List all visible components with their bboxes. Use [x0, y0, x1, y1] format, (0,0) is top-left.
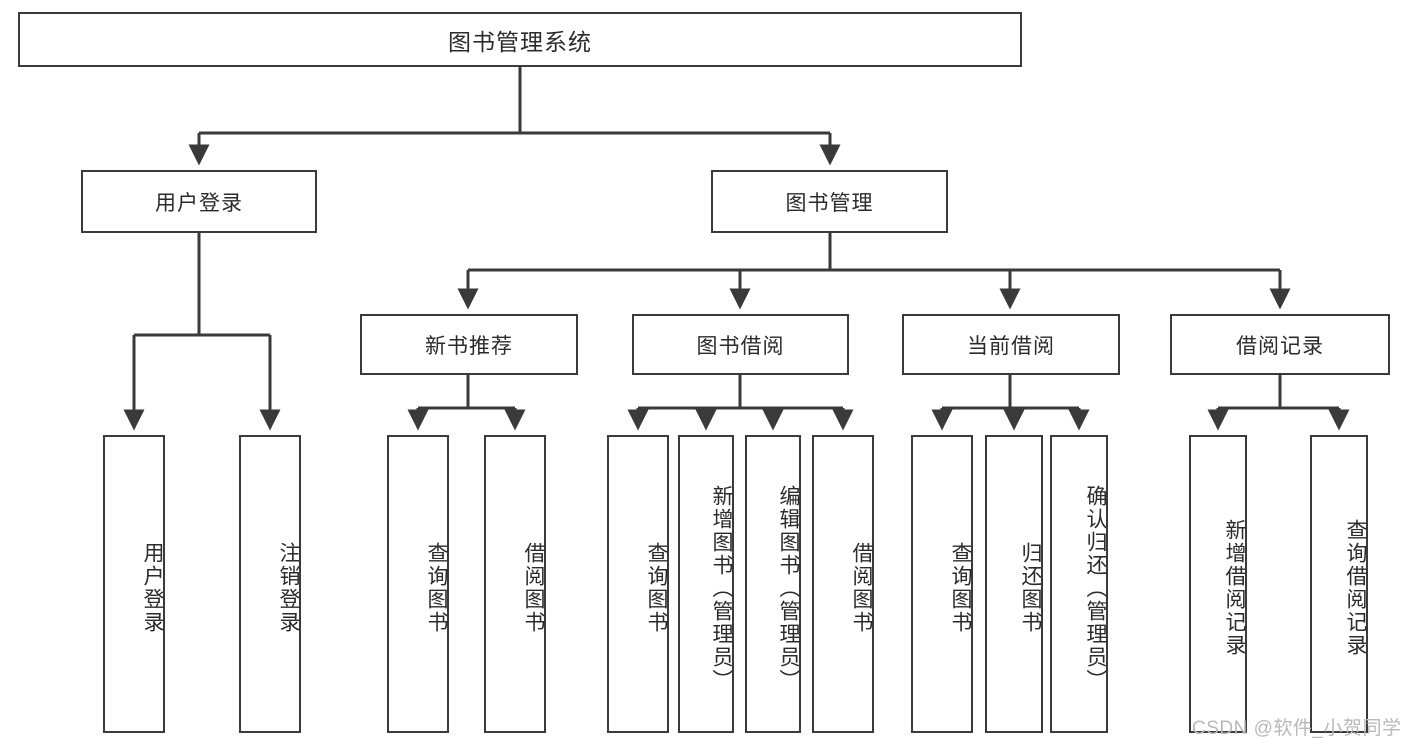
leaf-borrow-book-recommend-label: 借阅图书 — [522, 542, 545, 634]
node-book-management-label: 图书管理 — [785, 191, 874, 215]
node-root-label: 图书管理系统 — [448, 28, 592, 55]
leaf-borrow-book-recommend[interactable]: 借阅图书 — [484, 435, 546, 733]
node-book-borrow[interactable]: 图书借阅 — [632, 314, 849, 375]
node-current-borrow[interactable]: 当前借阅 — [902, 314, 1120, 375]
leaf-logout[interactable]: 注销登录 — [239, 435, 301, 733]
leaf-borrow-book-label: 借阅图书 — [850, 542, 873, 634]
node-root[interactable]: 图书管理系统 — [18, 12, 1022, 67]
node-book-borrow-label: 图书借阅 — [696, 334, 785, 358]
leaf-query-book-current-label: 查询图书 — [949, 542, 972, 634]
node-new-book-recommendation[interactable]: 新书推荐 — [360, 314, 578, 375]
leaf-query-borrow-record-label: 查询借阅记录 — [1344, 519, 1367, 657]
leaf-return-book[interactable]: 归还图书 — [985, 435, 1043, 733]
leaf-add-book-admin[interactable]: 新增图书（管理员） — [678, 435, 734, 733]
leaf-edit-book-admin[interactable]: 编辑图书（管理员） — [745, 435, 801, 733]
node-new-book-recommendation-label: 新书推荐 — [425, 334, 513, 358]
leaf-add-borrow-record-label: 新增借阅记录 — [1223, 519, 1246, 657]
leaf-query-book-recommend-label: 查询图书 — [425, 542, 448, 634]
node-book-management[interactable]: 图书管理 — [711, 170, 948, 233]
leaf-confirm-return-admin[interactable]: 确认归还（管理员） — [1050, 435, 1108, 733]
watermark: CSDN @软件_小贺同学 — [1192, 718, 1402, 739]
leaf-user-login-label: 用户登录 — [141, 542, 164, 634]
leaf-query-book-borrow[interactable]: 查询图书 — [607, 435, 669, 733]
leaf-confirm-return-admin-label: 确认归还（管理员） — [1084, 484, 1107, 692]
leaf-query-book-current[interactable]: 查询图书 — [911, 435, 973, 733]
node-user-login-label: 用户登录 — [155, 191, 243, 215]
leaf-add-borrow-record[interactable]: 新增借阅记录 — [1189, 435, 1247, 733]
leaf-user-login[interactable]: 用户登录 — [103, 435, 165, 733]
leaf-query-borrow-record[interactable]: 查询借阅记录 — [1310, 435, 1368, 733]
leaf-query-book-borrow-label: 查询图书 — [645, 542, 668, 634]
node-current-borrow-label: 当前借阅 — [967, 334, 1055, 358]
leaf-query-book-recommend[interactable]: 查询图书 — [387, 435, 449, 733]
leaf-edit-book-admin-label: 编辑图书（管理员） — [777, 484, 800, 692]
leaf-return-book-label: 归还图书 — [1019, 542, 1042, 634]
node-borrow-record[interactable]: 借阅记录 — [1170, 314, 1390, 375]
leaf-logout-label: 注销登录 — [277, 542, 300, 634]
node-borrow-record-label: 借阅记录 — [1236, 334, 1324, 358]
node-user-login[interactable]: 用户登录 — [81, 170, 317, 233]
leaf-borrow-book[interactable]: 借阅图书 — [812, 435, 874, 733]
leaf-add-book-admin-label: 新增图书（管理员） — [710, 484, 733, 692]
